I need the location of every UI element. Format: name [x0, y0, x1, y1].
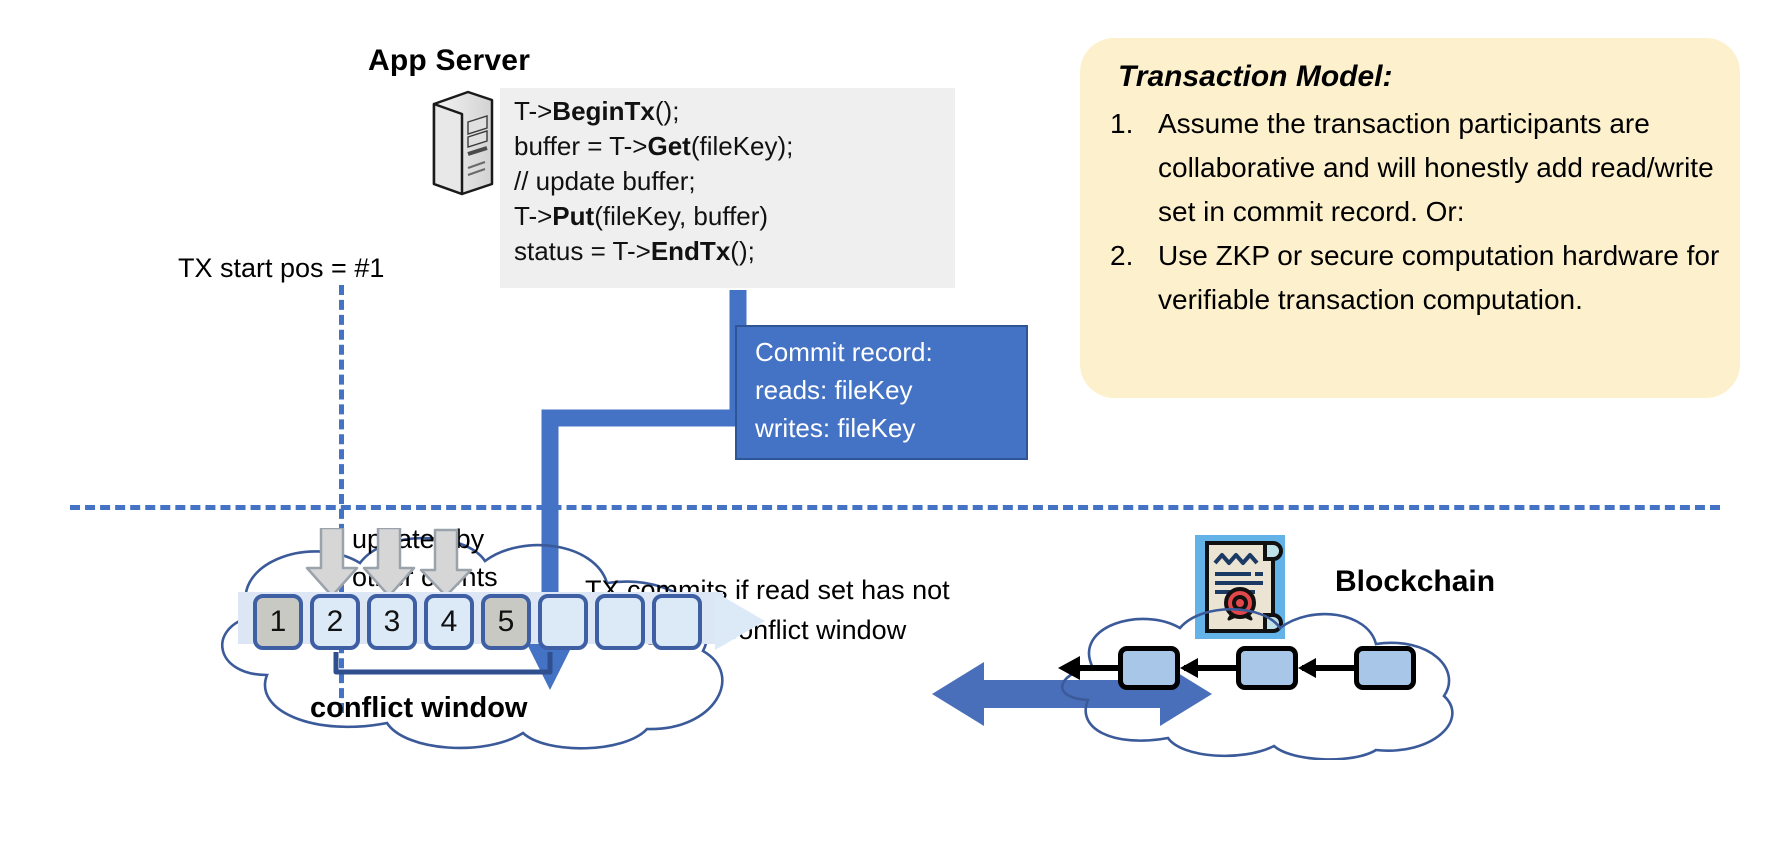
- ledger-cell[interactable]: 2: [310, 594, 360, 650]
- tx-start-pos-label: TX start pos = #1: [178, 253, 385, 283]
- ledger-cell[interactable]: 3: [367, 594, 417, 650]
- ledger-cell[interactable]: [538, 594, 588, 650]
- chain-link-arrow-icon: [1180, 646, 1236, 690]
- chain-blocks-group: [1118, 646, 1416, 690]
- list-number: 2.: [1110, 240, 1134, 271]
- server-tower-icon: [428, 88, 498, 198]
- commit-record-reads: reads: fileKey: [755, 375, 913, 405]
- chain-block[interactable]: [1354, 646, 1416, 690]
- list-text: Assume the transaction participants are …: [1158, 108, 1714, 227]
- code-line-5: status = T->EndTx();: [514, 236, 755, 266]
- code-line-1: T->BeginTx();: [514, 96, 680, 126]
- code-line-2: buffer = T->Get(fileKey);: [514, 131, 794, 161]
- list-number: 1.: [1110, 108, 1134, 139]
- chain-block[interactable]: [1236, 646, 1298, 690]
- ledger-cell[interactable]: 1: [253, 594, 303, 650]
- code-snippet-box: T->BeginTx(); buffer = T->Get(fileKey); …: [500, 88, 955, 288]
- ledger-continues-arrow-icon: [713, 590, 769, 652]
- layer-separator-dashed-line: [70, 505, 1720, 510]
- transaction-model-callout: Transaction Model: 1. Assume the transac…: [1080, 38, 1740, 398]
- conflict-window-label: conflict window: [310, 692, 528, 724]
- code-line-3: // update buffer;: [514, 166, 696, 196]
- commit-record-title: Commit record:: [755, 337, 933, 367]
- ledger-cell[interactable]: 5: [481, 594, 531, 650]
- commit-record-box: Commit record: reads: fileKey writes: fi…: [735, 325, 1028, 460]
- ledger-cells: 1 2 3 4 5: [253, 594, 702, 650]
- conflict-window-brace: [333, 652, 553, 684]
- ledger-cell[interactable]: 4: [424, 594, 474, 650]
- list-text: Use ZKP or secure computation hardware f…: [1158, 240, 1720, 315]
- ledger-cell[interactable]: [652, 594, 702, 650]
- blockchain-cloud-shape: [1030, 600, 1470, 761]
- transaction-model-title: Transaction Model:: [1118, 60, 1393, 93]
- certificate-seal-icon: [1195, 535, 1285, 639]
- tx-start-dashed-line: [339, 285, 344, 713]
- double-headed-arrow-icon: [932, 658, 1212, 730]
- ledger-cloud-shape: [155, 525, 795, 755]
- app-server-title: App Server: [368, 44, 531, 77]
- transaction-model-list: 1. Assume the transaction participants a…: [1110, 102, 1720, 322]
- blockchain-label: Blockchain: [1335, 565, 1496, 598]
- chain-block[interactable]: [1118, 646, 1180, 690]
- ledger-cell[interactable]: [595, 594, 645, 650]
- updates-line-1: updates by: [352, 524, 485, 554]
- commit-record-writes: writes: fileKey: [755, 413, 916, 443]
- update-arrows-group: [300, 526, 560, 598]
- transaction-model-item-1: 1. Assume the transaction participants a…: [1110, 102, 1720, 234]
- code-line-4: T->Put(fileKey, buffer): [514, 201, 769, 231]
- chain-head-arrow-icon: [1050, 646, 1120, 695]
- chain-link-arrow-icon: [1298, 646, 1354, 690]
- transaction-model-item-2: 2. Use ZKP or secure computation hardwar…: [1110, 234, 1720, 322]
